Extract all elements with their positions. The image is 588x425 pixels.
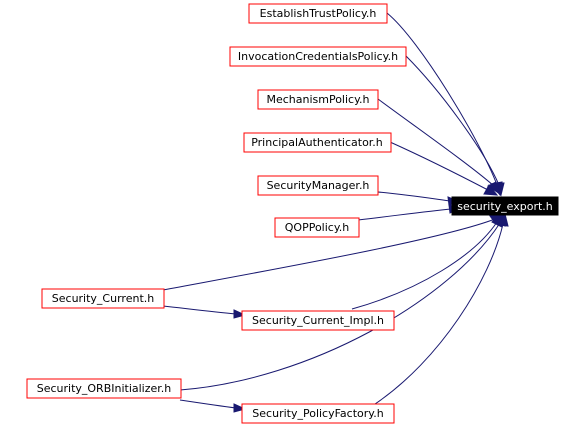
node-establishtrustpolicy[interactable]: EstablishTrustPolicy.h (248, 3, 388, 24)
node-security-policyfactory[interactable]: Security_PolicyFactory.h (241, 403, 395, 424)
node-mechanismpolicy-box (257, 89, 379, 110)
node-principalauthenticator[interactable]: PrincipalAuthenticator.h (243, 132, 392, 153)
node-qoppolicy[interactable]: QOPPolicy.h (274, 217, 360, 238)
arrowhead-to-policyfactory (233, 403, 247, 413)
node-security-current-box (41, 288, 165, 309)
node-securitymanager[interactable]: SecurityManager.h (257, 175, 379, 196)
edge-invocation-to-target (405, 55, 500, 186)
node-security-policyfactory-box (241, 403, 395, 424)
node-security-current-impl-box (241, 310, 395, 331)
node-security-orbinitializer-label: Security_ORBInitializer.h (37, 382, 172, 395)
node-security-export[interactable]: security_export.h (451, 196, 559, 216)
node-securitymanager-box (257, 175, 379, 196)
edge-orbinit-to-policyfactory (179, 399, 237, 409)
node-security-orbinitializer[interactable]: Security_ORBInitializer.h (26, 378, 182, 399)
edge-establish-to-target (386, 12, 498, 186)
edge-secmanager-to-target (377, 191, 451, 202)
node-invocationcredentialspolicy-box (229, 46, 407, 67)
node-security-export-box (451, 196, 559, 216)
arrowhead-to-target (497, 212, 509, 227)
node-security-current-label: Security_Current.h (52, 292, 154, 305)
node-security-current[interactable]: Security_Current.h (41, 288, 165, 309)
node-principalauthenticator-label: PrincipalAuthenticator.h (251, 136, 383, 149)
node-qoppolicy-box (274, 217, 360, 238)
edge-principal-to-target (389, 141, 489, 191)
edge-current-to-currentimpl (162, 305, 237, 315)
arrowhead-to-currentimpl (233, 309, 247, 319)
graph-edges (162, 12, 504, 409)
edge-mechanism-to-target (377, 98, 495, 187)
node-security-policyfactory-label: Security_PolicyFactory.h (252, 407, 383, 420)
node-invocationcredentialspolicy-label: InvocationCredentialsPolicy.h (238, 50, 398, 63)
arrowhead-to-target (483, 184, 499, 196)
node-mechanismpolicy[interactable]: MechanismPolicy.h (257, 89, 379, 110)
node-qoppolicy-label: QOPPolicy.h (285, 221, 350, 234)
node-security-export-label: security_export.h (457, 200, 553, 213)
node-mechanismpolicy-label: MechanismPolicy.h (266, 93, 369, 106)
edge-current-to-target (162, 218, 496, 291)
node-securitymanager-label: SecurityManager.h (267, 179, 370, 192)
node-security-current-impl[interactable]: Security_Current_Impl.h (241, 310, 395, 331)
edge-policyfactory-to-target (374, 223, 504, 405)
edge-orbinit-to-target (179, 222, 501, 391)
node-invocationcredentialspolicy[interactable]: InvocationCredentialsPolicy.h (229, 46, 407, 67)
node-security-current-impl-label: Security_Current_Impl.h (252, 314, 384, 327)
node-establishtrustpolicy-box (248, 3, 388, 24)
edge-currentimpl-to-target (351, 221, 498, 310)
edge-qop-to-target (357, 208, 452, 221)
node-security-orbinitializer-box (26, 378, 182, 399)
node-principalauthenticator-box (243, 132, 392, 153)
arrowhead-to-target (487, 181, 501, 196)
graph-arrowheads (233, 181, 509, 413)
node-establishtrustpolicy-label: EstablishTrustPolicy.h (260, 7, 377, 20)
